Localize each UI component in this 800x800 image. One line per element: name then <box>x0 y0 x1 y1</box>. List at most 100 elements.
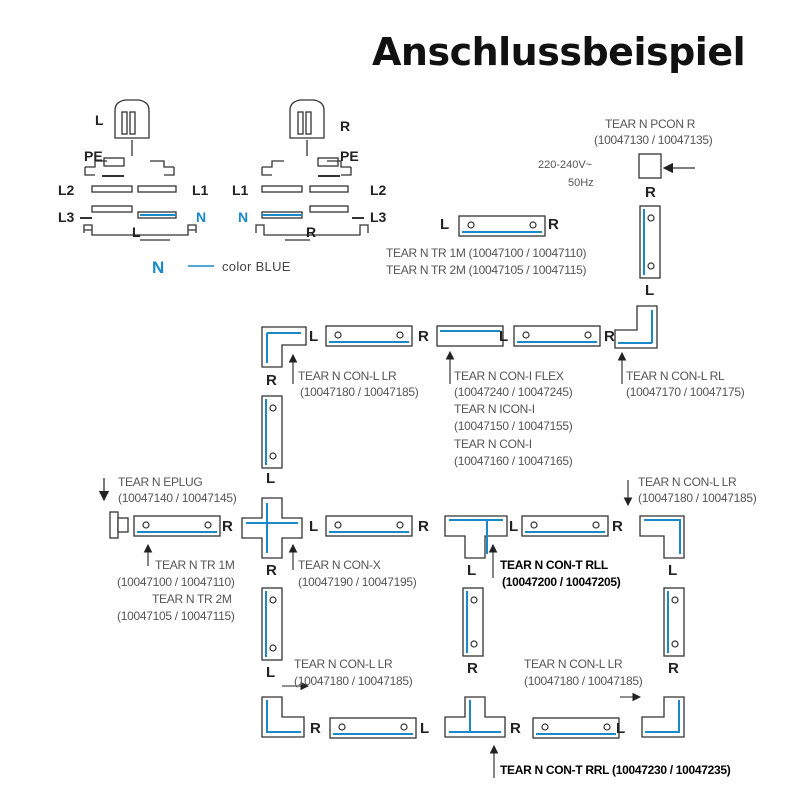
track-horizontal <box>458 215 546 237</box>
wire-label-r-bottom: R <box>306 224 317 240</box>
wire-label-l1: L1 <box>192 182 209 198</box>
wire-label-l2-right: L2 <box>370 182 387 198</box>
wire-label-l3: L3 <box>58 209 75 225</box>
end-marker-r: R <box>310 720 321 737</box>
track-segments <box>133 205 685 739</box>
label-conl-rl-name: TEAR N CON-L RL <box>626 369 725 383</box>
label-conl-lr-top-code: (10047180 / 10047185) <box>300 385 419 399</box>
label-con-i: TEAR N CON-I <box>454 437 532 451</box>
end-marker-r: R <box>266 372 277 389</box>
track-vertical <box>663 587 685 657</box>
label-conx-code: (10047190 / 10047195) <box>298 575 417 589</box>
label-conl-lr-bl-name: TEAR N CON-L LR <box>294 657 393 671</box>
end-marker-r: R <box>467 660 478 677</box>
label-conl-lr-right-name: TEAR N CON-L LR <box>638 475 737 489</box>
end-marker-r: R <box>418 328 429 345</box>
wire-label-l: L <box>95 112 104 128</box>
connector-t-rrl <box>444 696 506 738</box>
label-conl-lr-br-name: TEAR N CON-L LR <box>524 657 623 671</box>
label-cont-rrl: TEAR N CON-T RRL (10047230 / 10047235) <box>500 763 731 777</box>
legend-text: color BLUE <box>222 259 291 274</box>
end-marker-r: R <box>668 660 679 677</box>
label-conl-lr-top-name: TEAR N CON-L LR <box>298 369 397 383</box>
phase-diagram-left <box>80 99 197 241</box>
track-vertical <box>639 205 661 279</box>
track-horizontal <box>521 515 609 537</box>
track-horizontal <box>325 325 413 347</box>
end-marker-l: L <box>309 518 319 535</box>
connector-l-bottom-left <box>261 696 305 738</box>
end-plug <box>98 478 129 539</box>
end-marker-l: L <box>645 282 655 299</box>
label-tr-left-2m: TEAR N TR 2M <box>152 592 232 606</box>
label-cont-rll-code: (10047200 / 10047205) <box>502 575 621 589</box>
page-title: Anschlussbeispiel <box>372 30 746 74</box>
track-horizontal <box>329 717 417 739</box>
supply-voltage: 220-240V~ <box>538 159 593 171</box>
end-marker-l: L <box>509 518 519 535</box>
label-tr-left-2m-code: (10047105 / 10047115) <box>117 609 235 623</box>
track-vertical <box>261 587 283 661</box>
track-horizontal <box>513 325 601 347</box>
end-marker-l: L <box>668 562 678 579</box>
wire-label-l-bottom: L <box>132 224 141 240</box>
end-marker-r: R <box>548 216 559 233</box>
track-vertical <box>462 587 484 657</box>
pointer-arrows <box>143 350 642 778</box>
connector-t-rll <box>444 515 508 559</box>
label-tr-2m: TEAR N TR 2M (10047105 / 10047115) <box>386 263 587 277</box>
wire-label-l2: L2 <box>58 182 75 198</box>
connector-i-flex <box>436 325 504 347</box>
wire-label-n: N <box>196 209 207 225</box>
connector-l-top-left <box>261 326 307 368</box>
label-tr-left-1m: TEAR N TR 1M <box>155 558 235 572</box>
end-marker-r: R <box>266 562 277 579</box>
label-tr-1m: TEAR N TR 1M (10047100 / 10047110) <box>386 246 587 260</box>
label-eplug-code: (10047140 / 10047145) <box>118 491 237 505</box>
wire-label-n-right: N <box>238 209 249 225</box>
end-marker-r: R <box>645 184 656 201</box>
end-marker-l: L <box>467 562 477 579</box>
label-conl-lr-bl-code: (10047180 / 10047185) <box>294 674 413 688</box>
label-eplug-name: TEAR N EPLUG <box>118 475 203 489</box>
label-icon-i-code: (10047150 / 10047155) <box>454 419 573 433</box>
end-marker-l: L <box>440 216 450 233</box>
wire-label-pe: PE <box>84 148 103 164</box>
connector-l-top-right <box>614 305 658 349</box>
end-marker-l: L <box>616 720 626 737</box>
legend-symbol: N <box>152 258 165 277</box>
track-vertical <box>261 395 283 469</box>
label-conl-lr-br-code: (10047180 / 10047185) <box>524 674 643 688</box>
connector-l-right-mid <box>639 515 685 559</box>
label-tr-left-1m-code: (10047100 / 10047110) <box>117 575 235 589</box>
wire-label-r: R <box>340 118 351 134</box>
connector-l-bottom-right <box>641 696 685 738</box>
track-horizontal <box>133 515 221 537</box>
end-marker-r: R <box>418 518 429 535</box>
wire-label-pe-right: PE <box>340 148 359 164</box>
connector-x <box>241 497 303 559</box>
wire-label-l1-right: L1 <box>232 182 249 198</box>
end-marker-r: R <box>604 328 615 345</box>
end-marker-r: R <box>510 720 521 737</box>
track-horizontal <box>325 515 413 537</box>
label-pcon-name: TEAR N PCON R <box>605 117 696 131</box>
phase-diagram-right <box>255 99 369 241</box>
label-cont-rll-name: TEAR N CON-T RLL <box>500 558 608 572</box>
label-conl-rl-code: (10047170 / 10047175) <box>626 385 745 399</box>
end-marker-l: L <box>499 328 509 345</box>
label-coni-flex-code: (10047240 / 10047245) <box>454 385 573 399</box>
label-conl-lr-right-code: (10047180 / 10047185) <box>638 491 757 505</box>
end-marker-l: L <box>420 720 430 737</box>
connector-pcon <box>638 153 695 179</box>
label-pcon-code: (10047130 / 10047135) <box>594 133 713 147</box>
wire-label-l3-right: L3 <box>370 209 387 225</box>
label-icon-i: TEAR N ICON-I <box>454 402 535 416</box>
label-coni-flex: TEAR N CON-I FLEX <box>454 369 564 383</box>
label-conx-name: TEAR N CON-X <box>298 558 381 572</box>
end-marker-l: L <box>266 470 276 487</box>
end-marker-r: R <box>222 518 233 535</box>
label-con-i-code: (10047160 / 10047165) <box>454 454 573 468</box>
